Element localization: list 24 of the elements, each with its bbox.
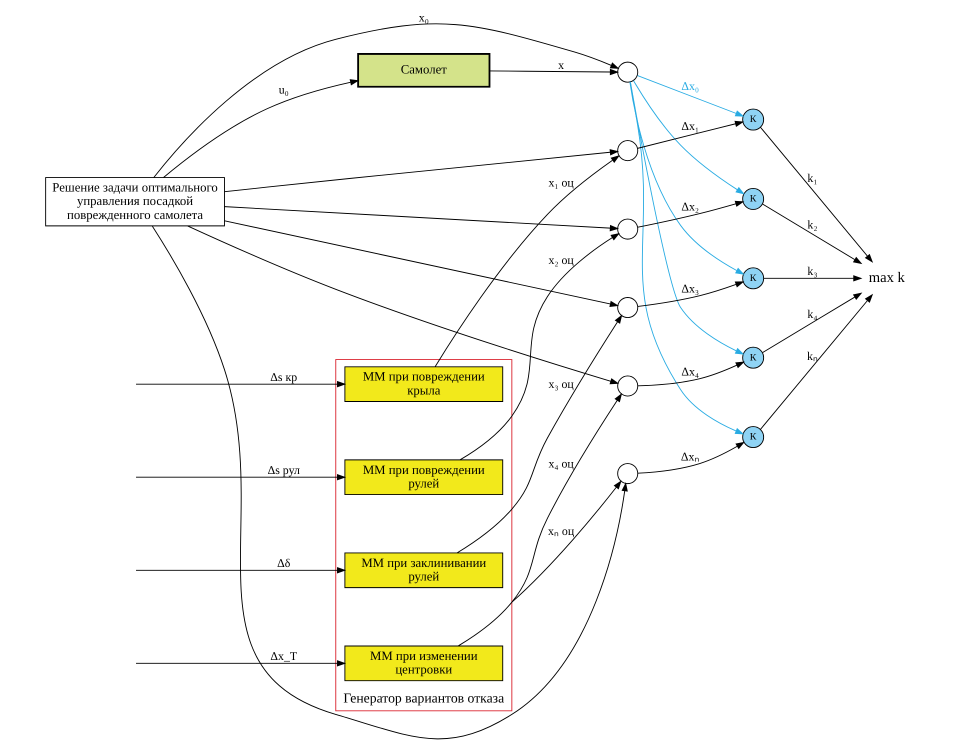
edge-label: k₃ bbox=[807, 264, 818, 278]
edge-label: k₁ bbox=[807, 171, 818, 185]
edge-label: x₁ оц bbox=[548, 176, 574, 190]
edge-label: Δxₙ bbox=[680, 449, 700, 464]
edge-label: u₀ bbox=[278, 82, 289, 97]
edge-label: Δδ bbox=[277, 556, 290, 570]
edge-label: Δs кр bbox=[270, 370, 298, 384]
edge-label: kₙ bbox=[806, 348, 818, 363]
edge-label: Δx₄ bbox=[681, 364, 700, 378]
edge-label: Δx_T bbox=[270, 649, 298, 664]
edge-label: Δx₀ bbox=[681, 78, 700, 93]
edge-label: Δs рул bbox=[268, 462, 300, 477]
node-text: max k bbox=[868, 270, 905, 286]
edge-label: Δx₃ bbox=[681, 281, 700, 296]
edge-label: xₙ оц bbox=[548, 524, 574, 538]
edge-label: k₂ bbox=[807, 218, 818, 232]
edge-label: x₃ оц bbox=[548, 377, 574, 392]
edge-label: Δx₁ bbox=[681, 118, 700, 133]
edge-label: x₂ оц bbox=[548, 253, 574, 268]
edge-label: x₀ bbox=[418, 10, 429, 24]
edge-label: k₄ bbox=[807, 306, 818, 321]
edge-label: Δx₂ bbox=[681, 199, 700, 214]
edge-label: x₄ оц bbox=[548, 456, 574, 471]
edge-label: x bbox=[558, 58, 564, 72]
